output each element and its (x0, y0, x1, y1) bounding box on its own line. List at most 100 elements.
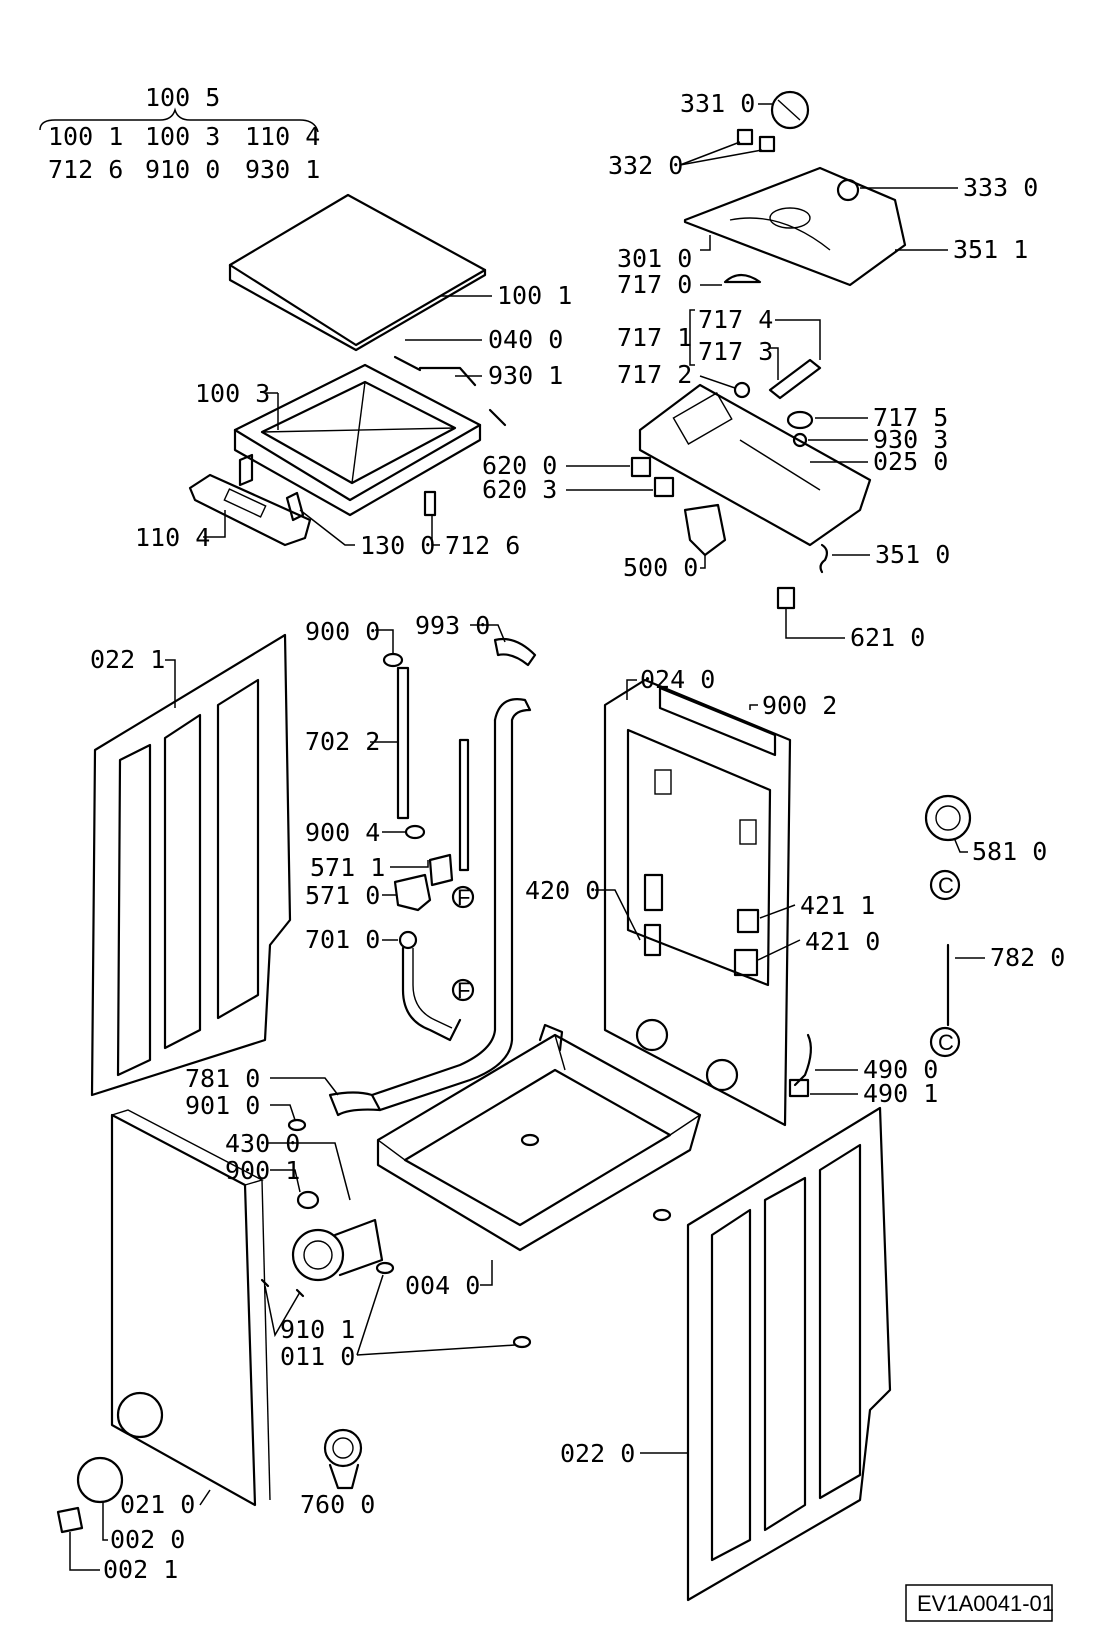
knob-331-0-ridge (777, 99, 801, 121)
button-332-b (758, 135, 776, 153)
leader-332-0-a (679, 141, 741, 166)
clamp-900-1 (296, 1190, 320, 1210)
left-side-panel-group: 022 1 (90, 633, 292, 1097)
label-421-1: 421 1 (800, 891, 875, 920)
pulley-581-0 (924, 794, 972, 842)
drawing-reference: EV1A0041-01 (905, 1584, 1054, 1622)
rear-panel-hole-1 (635, 1018, 669, 1052)
leader-130-0 (299, 509, 355, 546)
seal-strip-040 (393, 355, 422, 372)
hinge-130-0 (285, 491, 305, 522)
filter-760-0-body (328, 1463, 360, 1490)
cam-717-2 (733, 381, 751, 399)
knob-331-0 (770, 90, 810, 130)
leader-717-2 (699, 375, 736, 389)
rear-panel-slot-2 (739, 819, 757, 845)
latch-002-1 (56, 1506, 84, 1534)
capacitor-420-0 (643, 873, 664, 912)
rear-panel-024-0 (603, 678, 792, 1127)
leader-571-1 (390, 860, 429, 868)
base-frame-corners (377, 1034, 701, 1161)
assembly-label-110-4: 110 4 (245, 122, 320, 151)
knob-717-0 (723, 273, 762, 284)
clamp-901-0 (287, 1118, 307, 1132)
hoses-group: 900 0 702 2 900 4 F 571 1 571 0 701 0 F … (185, 611, 537, 1132)
clamp-900-0 (382, 652, 404, 668)
leader-421-1 (759, 904, 796, 919)
pump-430-0-body (333, 1218, 384, 1277)
label-022-1: 022 1 (90, 645, 165, 674)
clip-930-1 (418, 366, 477, 387)
side-panel-022-0-rib-1 (710, 1208, 752, 1562)
label-002-0: 002 0 (110, 1525, 185, 1554)
pulley-581-0-hub (935, 805, 961, 831)
label-332-0: 332 0 (608, 151, 683, 180)
side-panel-rib-3 (216, 678, 260, 1020)
side-panel-022-0 (686, 1106, 892, 1602)
leader-332-0-b (679, 149, 763, 166)
label-333-0: 333 0 (963, 173, 1038, 202)
leader-581-0 (954, 839, 968, 853)
pressure-tube (458, 738, 470, 872)
leader-717-3 (770, 347, 779, 380)
label-331-0: 331 0 (680, 89, 755, 118)
leader-002-0 (102, 1502, 108, 1541)
label-571-1: 571 1 (310, 853, 385, 882)
foot-base-2 (652, 1208, 672, 1222)
electronic-board (638, 383, 872, 547)
connector-f-top (451, 885, 475, 909)
label-717-3: 717 3 (698, 337, 773, 366)
front-trim-110-4 (188, 473, 312, 547)
front-panel-group: 021 0 002 0 002 1 (56, 1109, 271, 1584)
board-trace (739, 439, 821, 491)
right-side-panel-group: 022 0 (560, 1106, 892, 1602)
label-930-3: 930 3 (873, 425, 948, 454)
label-500-0: 500 0 (623, 553, 698, 582)
label-782-0: 782 0 (990, 943, 1065, 972)
label-760-0: 760 0 (300, 1490, 375, 1519)
top-cover-edge (228, 263, 487, 352)
label-712-6: 712 6 (445, 531, 520, 560)
door-002-0 (76, 1456, 124, 1504)
label-900-4: 900 4 (305, 818, 380, 847)
assembly-label-100-3: 100 3 (145, 122, 220, 151)
pump-base-group: 430 0 900 1 910 1 011 0 004 0 760 0 (225, 1023, 702, 1519)
capacitor-420-0-b (643, 923, 662, 957)
valve-571-1 (428, 853, 454, 887)
leader-621-0 (785, 608, 845, 639)
assembly-label-100-1: 100 1 (48, 122, 123, 151)
button-332-a (736, 128, 754, 146)
assembly-label-930-1: 930 1 (245, 155, 320, 184)
right-accessories-group: 581 0 C 782 0 C (924, 794, 1065, 1058)
label-025-0: 025 0 (873, 447, 948, 476)
rear-panel-inner (626, 728, 772, 987)
panel-351-1-curve (729, 217, 831, 251)
label-717-4: 717 4 (698, 305, 773, 334)
lever-717 (768, 358, 822, 400)
screw-930-1 (488, 408, 507, 427)
label-130-0: 130 0 (360, 531, 435, 560)
leader-500-0 (700, 555, 706, 569)
connector-c-top-label: C (938, 873, 954, 898)
label-910-1: 910 1 (280, 1315, 355, 1344)
label-100-3: 100 3 (195, 379, 270, 408)
label-002-1: 002 1 (103, 1555, 178, 1584)
hose-connector-701 (398, 930, 418, 950)
filter-500-0 (683, 503, 727, 557)
base-frame-inner (403, 1068, 672, 1227)
connector-620-0 (630, 456, 652, 478)
leader-004-0 (480, 1260, 493, 1286)
relay-421-1 (736, 908, 760, 934)
leader-712-6 (431, 515, 440, 546)
valve-571-0 (393, 873, 432, 912)
side-panel-rib-1 (116, 743, 152, 1077)
connector-f-bottom-label: F (457, 978, 470, 1003)
foot-011-0-a (375, 1261, 395, 1275)
side-panel-022-0-rib-2 (763, 1176, 807, 1532)
label-421-0: 421 0 (805, 927, 880, 956)
connector-f-top-label: F (457, 885, 470, 910)
filter-760-0 (323, 1428, 363, 1468)
foot-011-0-b (512, 1335, 532, 1349)
pump-430-0-inner (303, 1240, 333, 1270)
